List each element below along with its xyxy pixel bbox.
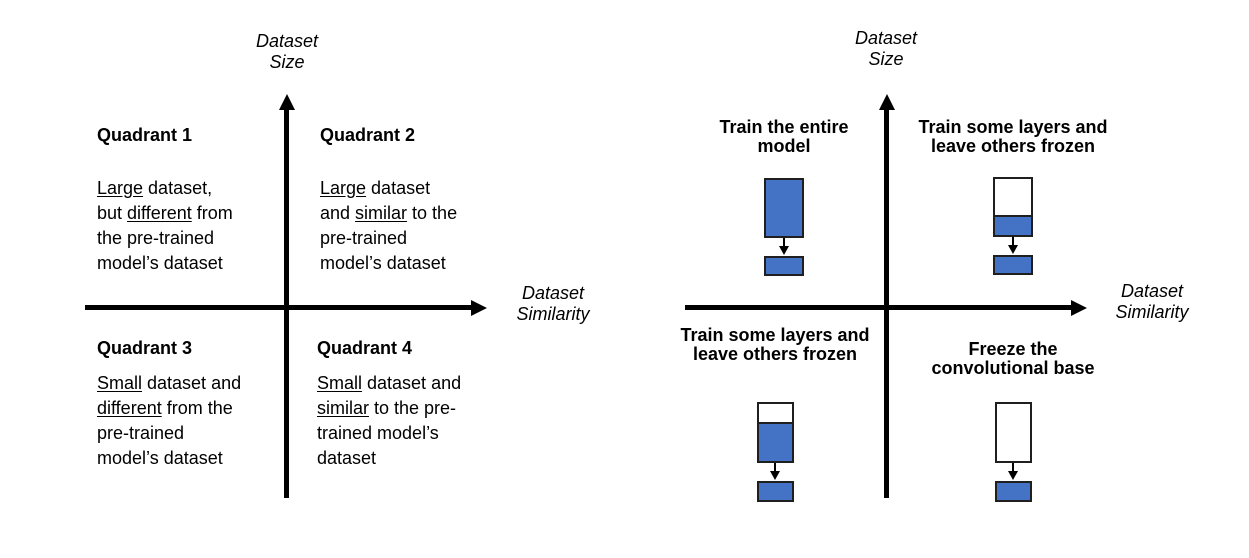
model-stack-diagram [764, 178, 804, 276]
quadrant-2-title: Quadrant 2 [320, 125, 416, 145]
output-layer-rect [994, 481, 1032, 502]
strategy-title: Train some layers and leave others froze… [918, 117, 1108, 156]
quadrant-1-title: Quadrant 1 [97, 125, 193, 145]
right-y-axis-arrowhead-icon [879, 94, 895, 110]
output-layer-rect [756, 481, 794, 502]
frozen-layers-segment [996, 404, 1030, 461]
strategy-train-entire-model: Train the entire model [690, 118, 878, 276]
strategy-train-some-layers-bottom: Train some layers and leave others froze… [666, 326, 884, 502]
frozen-layers-segment [758, 404, 792, 425]
trained-layers-segment [758, 424, 792, 461]
down-arrow-icon [768, 463, 782, 480]
strategy-title: Freeze the convolutional base [931, 339, 1095, 378]
right-y-axis-line [884, 109, 889, 498]
model-stack-diagram [994, 402, 1032, 502]
layer-stack [994, 402, 1032, 463]
layer-stack [764, 178, 804, 238]
right-x-axis-label: Dataset Similarity [1115, 281, 1189, 322]
left-y-axis-arrowhead-icon [279, 94, 295, 110]
down-arrow-icon [1006, 237, 1020, 254]
strategy-train-some-layers-top: Train some layers and leave others froze… [904, 118, 1122, 275]
strategy-freeze-convolutional-base: Freeze the convolutional base [904, 340, 1122, 502]
down-arrow-icon [1006, 463, 1020, 480]
layer-stack [993, 177, 1033, 237]
left-x-axis-arrowhead-icon [471, 300, 487, 316]
strategy-title: Train some layers and leave others froze… [680, 325, 870, 364]
output-layer-rect [993, 255, 1033, 275]
right-y-axis-label: Dataset Size [854, 28, 918, 69]
frozen-layers-segment [995, 179, 1031, 217]
layer-stack [756, 402, 794, 463]
quadrant-3-title: Quadrant 3 [97, 338, 193, 358]
right-x-axis-line [685, 305, 1072, 310]
down-arrow-icon [777, 238, 791, 255]
trained-layers-segment [995, 217, 1031, 235]
model-stack-diagram [993, 177, 1033, 275]
output-layer-rect [764, 256, 804, 276]
trained-layers-segment [766, 180, 802, 236]
left-x-axis-line [85, 305, 472, 310]
left-x-axis-label: Dataset Similarity [516, 283, 590, 324]
model-stack-diagram [756, 402, 794, 502]
left-y-axis-line [284, 109, 289, 498]
quadrant-4-title: Quadrant 4 [317, 338, 413, 358]
right-x-axis-arrowhead-icon [1071, 300, 1087, 316]
left-y-axis-label: Dataset Size [255, 31, 319, 72]
strategy-title: Train the entire model [719, 117, 849, 156]
